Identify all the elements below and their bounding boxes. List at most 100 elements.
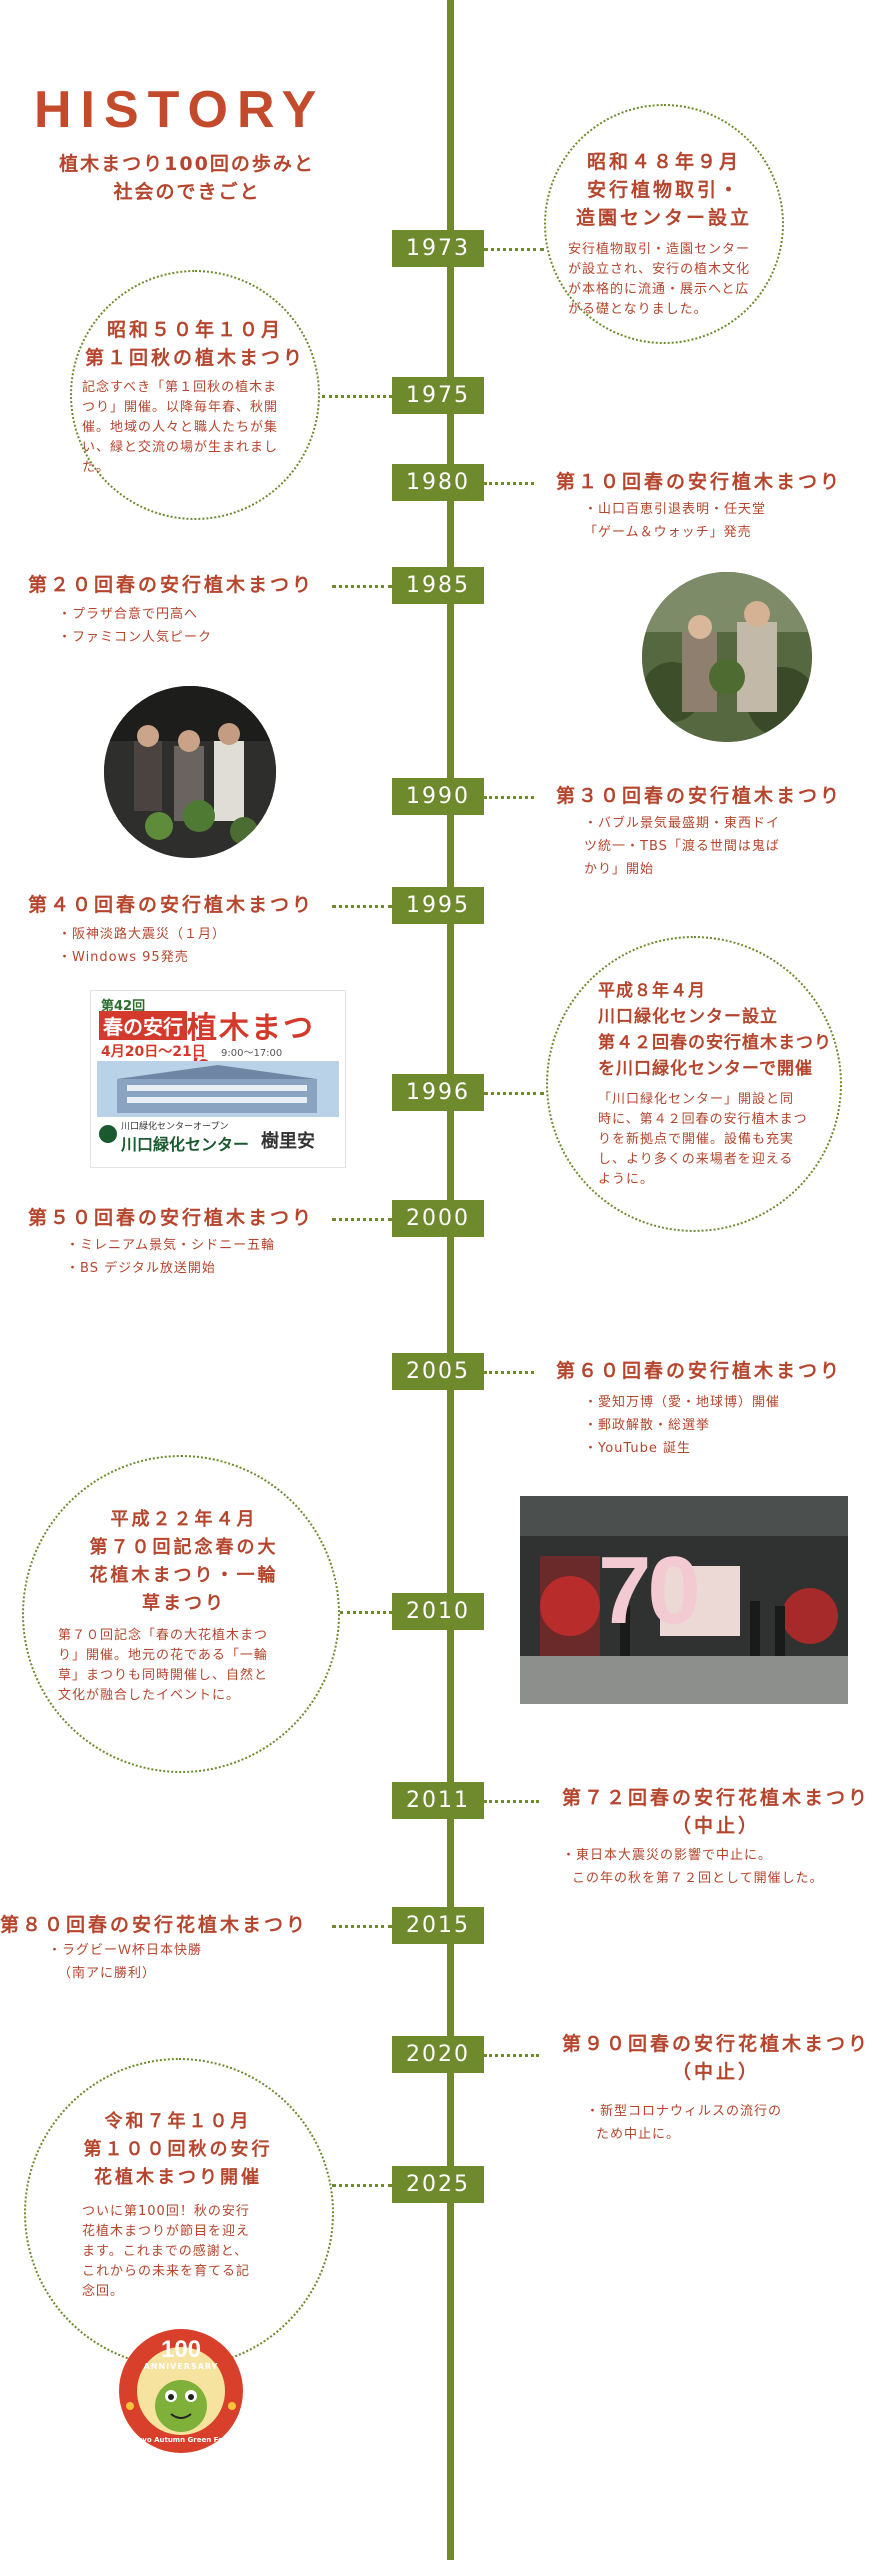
title-line: を川口緑化センターで開催: [598, 1059, 813, 1079]
list-item: この年の秋を第７２回として開催した。: [572, 1871, 824, 1886]
title-line: （中止）: [671, 1815, 760, 1837]
poster-building: [97, 1061, 339, 1117]
subtitle-line: 植木まつり100回の歩みと: [59, 153, 315, 175]
title-line: 第１００回秋の安行: [83, 2139, 273, 2160]
list-item: ・ミレニアム景気・シドニー五輪: [66, 1238, 276, 1253]
body-line: 時に、第４２回春の安行植木まつ: [598, 1112, 808, 1127]
list-item: ツ統一・TBS「渡る世間は鬼ば: [584, 839, 780, 854]
body-line: 花植木まつりが節目を迎え: [82, 2224, 251, 2239]
year-1980: 1980: [392, 464, 484, 501]
event-list: ・プラザ合意で円高へ ・ファミコン人気ピーク: [58, 603, 338, 649]
year-2020: 2020: [392, 2036, 484, 2073]
connector: [332, 1925, 392, 1928]
body-line: りを新拠点で開催。設備も充実: [598, 1132, 795, 1147]
event-title: 第２０回春の安行植木まつり: [28, 574, 315, 596]
body-line: 催。地域の人々と職人たちが集: [82, 420, 279, 435]
title-line: （中止）: [671, 2061, 760, 2083]
event-title: 第５０回春の安行植木まつり: [28, 1207, 315, 1229]
event-list: ・阪神淡路大震災（１月） ・Windows 95発売: [58, 923, 338, 969]
event-circle-1996: [546, 936, 842, 1232]
body-line: た。: [82, 460, 111, 475]
list-item: ・Windows 95発売: [58, 950, 189, 965]
event-2005: 第６０回春の安行植木まつり ・愛知万博（愛・地球博）開催 ・郵政解散・総選挙 ・…: [556, 1357, 876, 1460]
body-line: 記念すべき「第１回秋の植木ま: [82, 380, 278, 395]
poster-leaf-icon: [99, 1125, 117, 1143]
event-title: 第１０回春の安行植木まつり: [556, 471, 843, 493]
title-line: 造園センター設立: [575, 207, 752, 229]
title-line: 花植木まつり開催: [94, 2167, 262, 2188]
poster-1996: 第42回 春の安行 植木まつり 4月20日〜21日 9:00〜17:00 川口緑…: [90, 990, 346, 1168]
body-line: つり」開催。以降毎年春、秋開: [82, 400, 279, 415]
poster-badge: 第42回: [101, 999, 146, 1014]
event-title: 第８０回春の安行花植木まつり: [0, 1914, 309, 1936]
event-list: ・ミレニアム景気・シドニー五輪 ・BS デジタル放送開始: [66, 1234, 338, 1280]
poster-venue: 川口緑化センター: [121, 1135, 250, 1154]
event-title: 平成２２年４月 第７０回記念春の大 花植木まつり・一輪 草まつり: [52, 1506, 316, 1618]
year-1985: 1985: [392, 567, 484, 604]
list-item: ・阪神淡路大震災（１月）: [58, 927, 227, 942]
subtitle-line: 社会のできごと: [113, 181, 261, 203]
connector: [332, 1218, 392, 1221]
year-2025: 2025: [392, 2166, 484, 2203]
list-item: ため中止に。: [596, 2127, 681, 2142]
event-title: 第９０回春の安行花植木まつり （中止）: [556, 2030, 876, 2086]
title-line: 第４２回春の安行植木まつり: [598, 1033, 832, 1053]
photo-image: [104, 686, 276, 858]
event-2010: 平成２２年４月 第７０回記念春の大 花植木まつり・一輪 草まつり 第７０回記念「…: [52, 1506, 316, 1706]
title-line: 第７０回記念春の大: [89, 1537, 279, 1558]
body-line: 文化が融合したイベントに。: [58, 1688, 241, 1703]
connector: [484, 1800, 539, 1803]
photo-market-1990: [104, 686, 276, 858]
year-2015: 2015: [392, 1907, 484, 1944]
event-list: ・新型コロナウィルスの流行の ため中止に。: [586, 2100, 880, 2146]
list-item: ・BS デジタル放送開始: [66, 1261, 216, 1276]
event-body: 記念すべき「第１回秋の植木ま つり」開催。以降毎年春、秋開 催。地域の人々と職人…: [80, 378, 310, 478]
title-line: 安行植物取引・: [586, 179, 741, 201]
year-2010: 2010: [392, 1593, 484, 1630]
year-2011: 2011: [392, 1782, 484, 1819]
list-item: ・愛知万博（愛・地球博）開催: [584, 1395, 781, 1410]
event-list: ・ラグビーＷ杯日本快勝 （南アに勝利）: [48, 1939, 340, 1985]
event-body: 安行植物取引・造園センター が設立され、安行の植木文化 が本格的に流通・展示へと…: [568, 240, 760, 320]
title-line: 令和７年１０月: [104, 2111, 252, 2132]
anniversary-logo: 100 ANNIVERSARY Angyo Autumn Green Festa: [116, 2326, 246, 2456]
poster-hours: 9:00〜17:00: [221, 1048, 283, 1059]
list-item: ・郵政解散・総選挙: [584, 1418, 711, 1433]
body-line: し、より多くの来場者を迎える: [598, 1152, 794, 1167]
event-list: ・バブル景気最盛期・東西ドイ ツ統一・TBS「渡る世間は鬼ば かり」開始: [584, 812, 876, 881]
event-title: 令和７年１０月 第１００回秋の安行 花植木まつり開催: [58, 2108, 298, 2192]
year-2005: 2005: [392, 1353, 484, 1390]
list-item: ・プラザ合意で円高へ: [58, 607, 199, 622]
connector: [322, 395, 392, 398]
list-item: ・東日本大震災の影響で中止に。: [562, 1848, 773, 1863]
poster-shop: 樹里安: [261, 1131, 315, 1152]
title-line: 昭和５０年１０月: [106, 319, 283, 341]
event-circle-1973: [544, 104, 784, 344]
body-line: ます。これまでの感謝と、: [82, 2244, 249, 2259]
body-line: い、緑と交流の場が生まれまし: [82, 440, 279, 455]
page-subtitle: 植木まつり100回の歩みと 社会のできごと: [42, 150, 332, 206]
title-line: 花植木まつり・一輪: [89, 1565, 279, 1586]
event-title: 平成８年４月 川口緑化センター設立 第４２回春の安行植木まつり を川口緑化センタ…: [598, 978, 838, 1082]
connector: [484, 796, 534, 799]
photo-image: [520, 1496, 848, 1704]
title-line: 川口緑化センター設立: [598, 1007, 778, 1027]
list-item: （南アに勝利）: [58, 1966, 157, 1981]
connector: [484, 248, 544, 251]
poster-dates: 4月20日〜21日: [101, 1044, 206, 1060]
body-line: これからの未来を育てる記: [82, 2264, 251, 2279]
year-1990: 1990: [392, 778, 484, 815]
body-line: が本格的に流通・展示へと広: [568, 282, 750, 297]
title-line: 第１回秋の植木まつり: [84, 347, 305, 369]
connector: [484, 2054, 539, 2057]
list-item: ・YouTube 誕生: [584, 1441, 691, 1456]
year-1973: 1973: [392, 230, 484, 267]
event-list: ・東日本大震災の影響で中止に。 この年の秋を第７２回として開催した。: [562, 1844, 880, 1890]
event-2020: 第９０回春の安行花植木まつり （中止） ・新型コロナウィルスの流行の ため中止に…: [556, 2030, 880, 2146]
body-line: 第７０回記念「春の大花植木まつ: [58, 1628, 269, 1643]
body-line: がる礎となりました。: [568, 302, 708, 317]
year-1995: 1995: [392, 887, 484, 924]
list-item: ・バブル景気最盛期・東西ドイ: [584, 816, 781, 831]
list-item: ・ラグビーＷ杯日本快勝: [48, 1943, 203, 1958]
poster-venue-note: 川口緑化センターオープン: [121, 1122, 229, 1132]
